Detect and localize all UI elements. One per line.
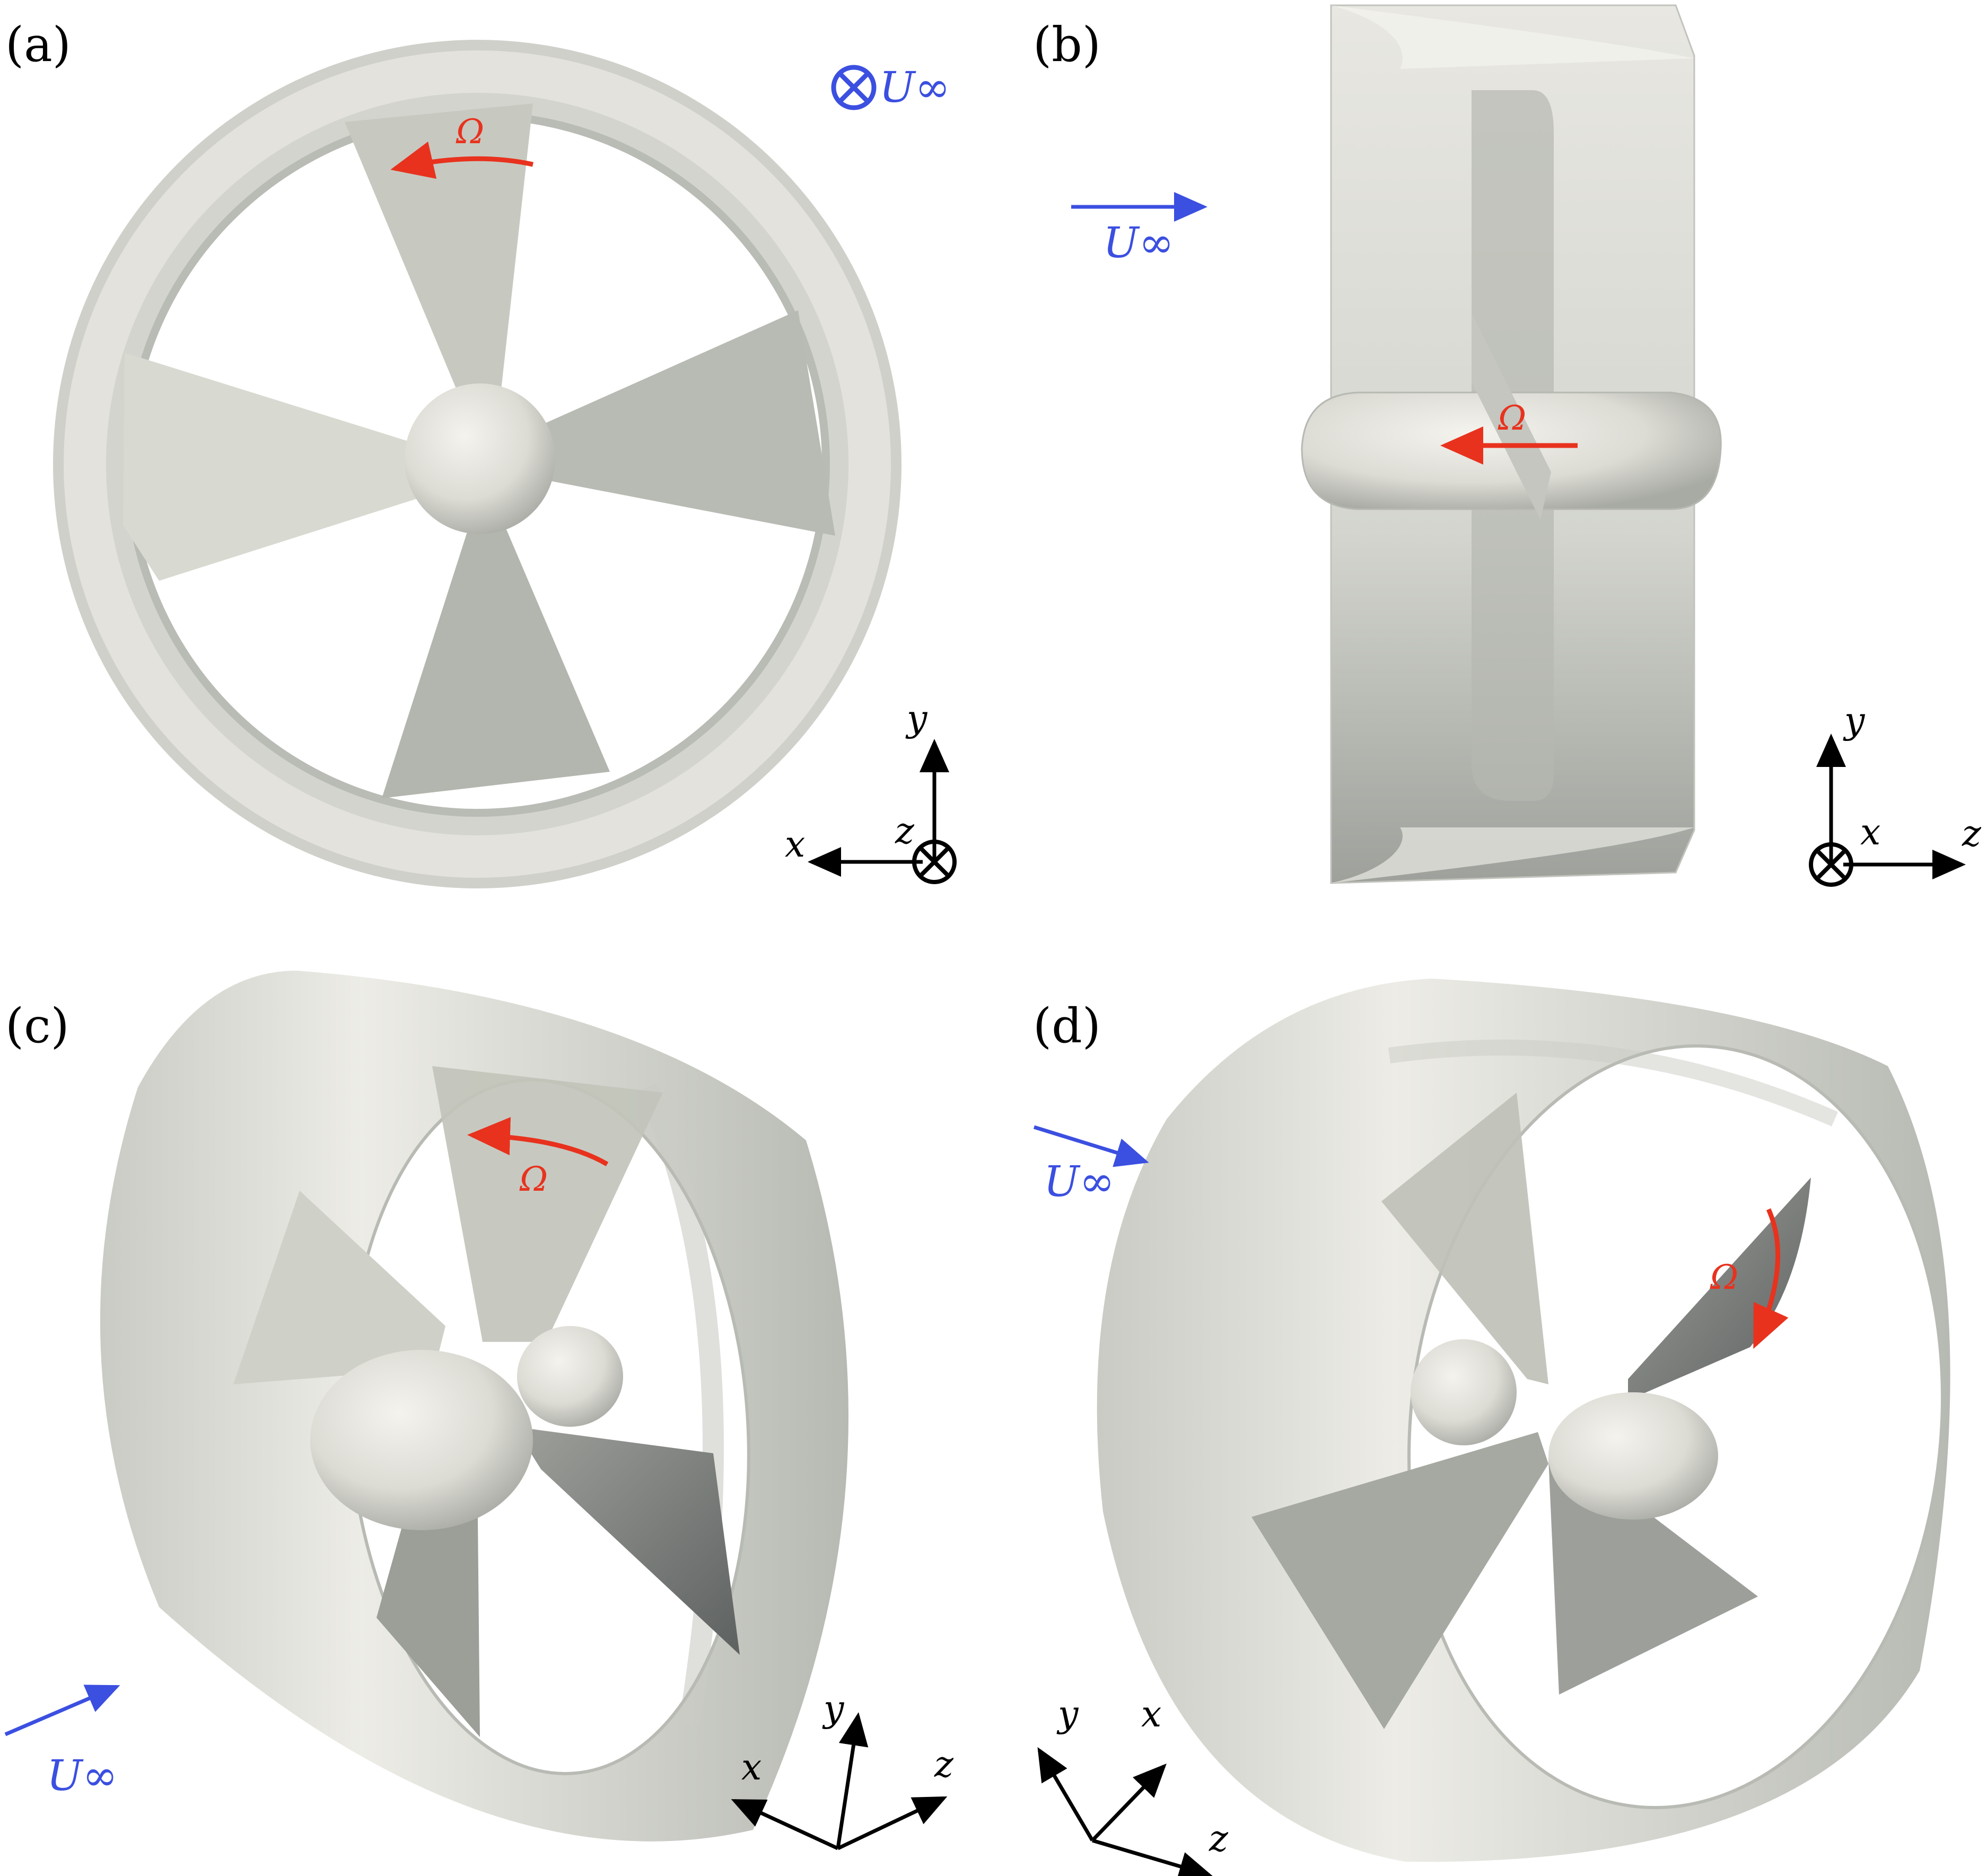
axis-label-x-b: x	[1860, 812, 1880, 853]
panel-label-d: (d)	[1033, 998, 1101, 1054]
panel-a: (a) Ω U∞	[5, 17, 957, 888]
flow-indicator-a: U∞	[831, 63, 950, 112]
blade-left	[123, 353, 456, 581]
flow-label-a: U∞	[879, 63, 950, 112]
axes-triad-b: y x z	[1809, 700, 1982, 887]
axis-label-x-c: x	[741, 1747, 761, 1788]
axes-triad-c: y x z	[731, 1688, 954, 1851]
panel-c: (c) Ω U∞	[4, 971, 954, 1851]
omega-label-c: Ω	[519, 1160, 548, 1199]
axis-label-y-b: y	[1843, 700, 1866, 742]
flow-label-b: U∞	[1103, 218, 1174, 267]
rotation-arrow-d: Ω	[1710, 1208, 1789, 1349]
panel-label-c: (c)	[5, 998, 69, 1054]
blade-c-right	[514, 1427, 740, 1655]
blade-d-left	[1251, 1432, 1548, 1729]
panel-d: (d) Ω U∞	[1033, 979, 1950, 1876]
hub	[405, 383, 555, 534]
blade-edge	[1472, 313, 1551, 520]
flow-indicator-b: U∞	[1071, 192, 1207, 267]
hub-side-view	[1301, 313, 1722, 520]
hub-c	[310, 1326, 623, 1530]
flow-label-d: U∞	[1044, 1157, 1115, 1206]
omega-label-a: Ω	[456, 112, 484, 152]
rotation-arrow-b: Ω	[1440, 399, 1578, 465]
rotation-arrow-c: Ω	[467, 1117, 609, 1199]
blade-right	[501, 310, 835, 536]
rotation-arrow-a: Ω	[390, 112, 533, 179]
blade-c-bottom	[377, 1464, 480, 1737]
axis-label-y-c: y	[822, 1688, 845, 1730]
axis-label-z-c: z	[934, 1744, 954, 1786]
flow-label-c: U∞	[47, 1751, 118, 1800]
axis-label-y-a: y	[905, 698, 928, 740]
propeller-blades-d	[1251, 1093, 1811, 1729]
blade-top	[345, 103, 533, 414]
flow-indicator-c: U∞	[4, 1685, 120, 1800]
axes-triad-d: y x z	[1037, 1694, 1229, 1876]
axis-label-z-a: z	[895, 810, 915, 852]
panel-b: (b) U∞ Ω	[1033, 4, 1982, 887]
flow-indicator-d: U∞	[1033, 1125, 1149, 1206]
axis-label-z-d: z	[1209, 1818, 1229, 1860]
blade-d-right	[1628, 1177, 1811, 1400]
panel-label-b: (b)	[1033, 17, 1101, 73]
panel-label-a: (a)	[5, 17, 71, 73]
axis-label-z-b: z	[1962, 813, 1982, 855]
blade-d-top	[1381, 1093, 1548, 1384]
axes-triad-a: y x z	[785, 698, 957, 884]
omega-label-d: Ω	[1710, 1258, 1738, 1297]
omega-label-b: Ω	[1498, 399, 1526, 438]
blade-c-left	[233, 1191, 445, 1384]
blade-bottom	[382, 517, 610, 798]
axis-label-y-d: y	[1056, 1694, 1079, 1735]
propeller-blades-front-view	[123, 103, 835, 798]
axis-label-x-a: x	[785, 824, 805, 866]
duct-perspective-d	[1097, 979, 1950, 1862]
hub-d	[1411, 1339, 1718, 1520]
axis-label-x-d: x	[1141, 1694, 1161, 1735]
